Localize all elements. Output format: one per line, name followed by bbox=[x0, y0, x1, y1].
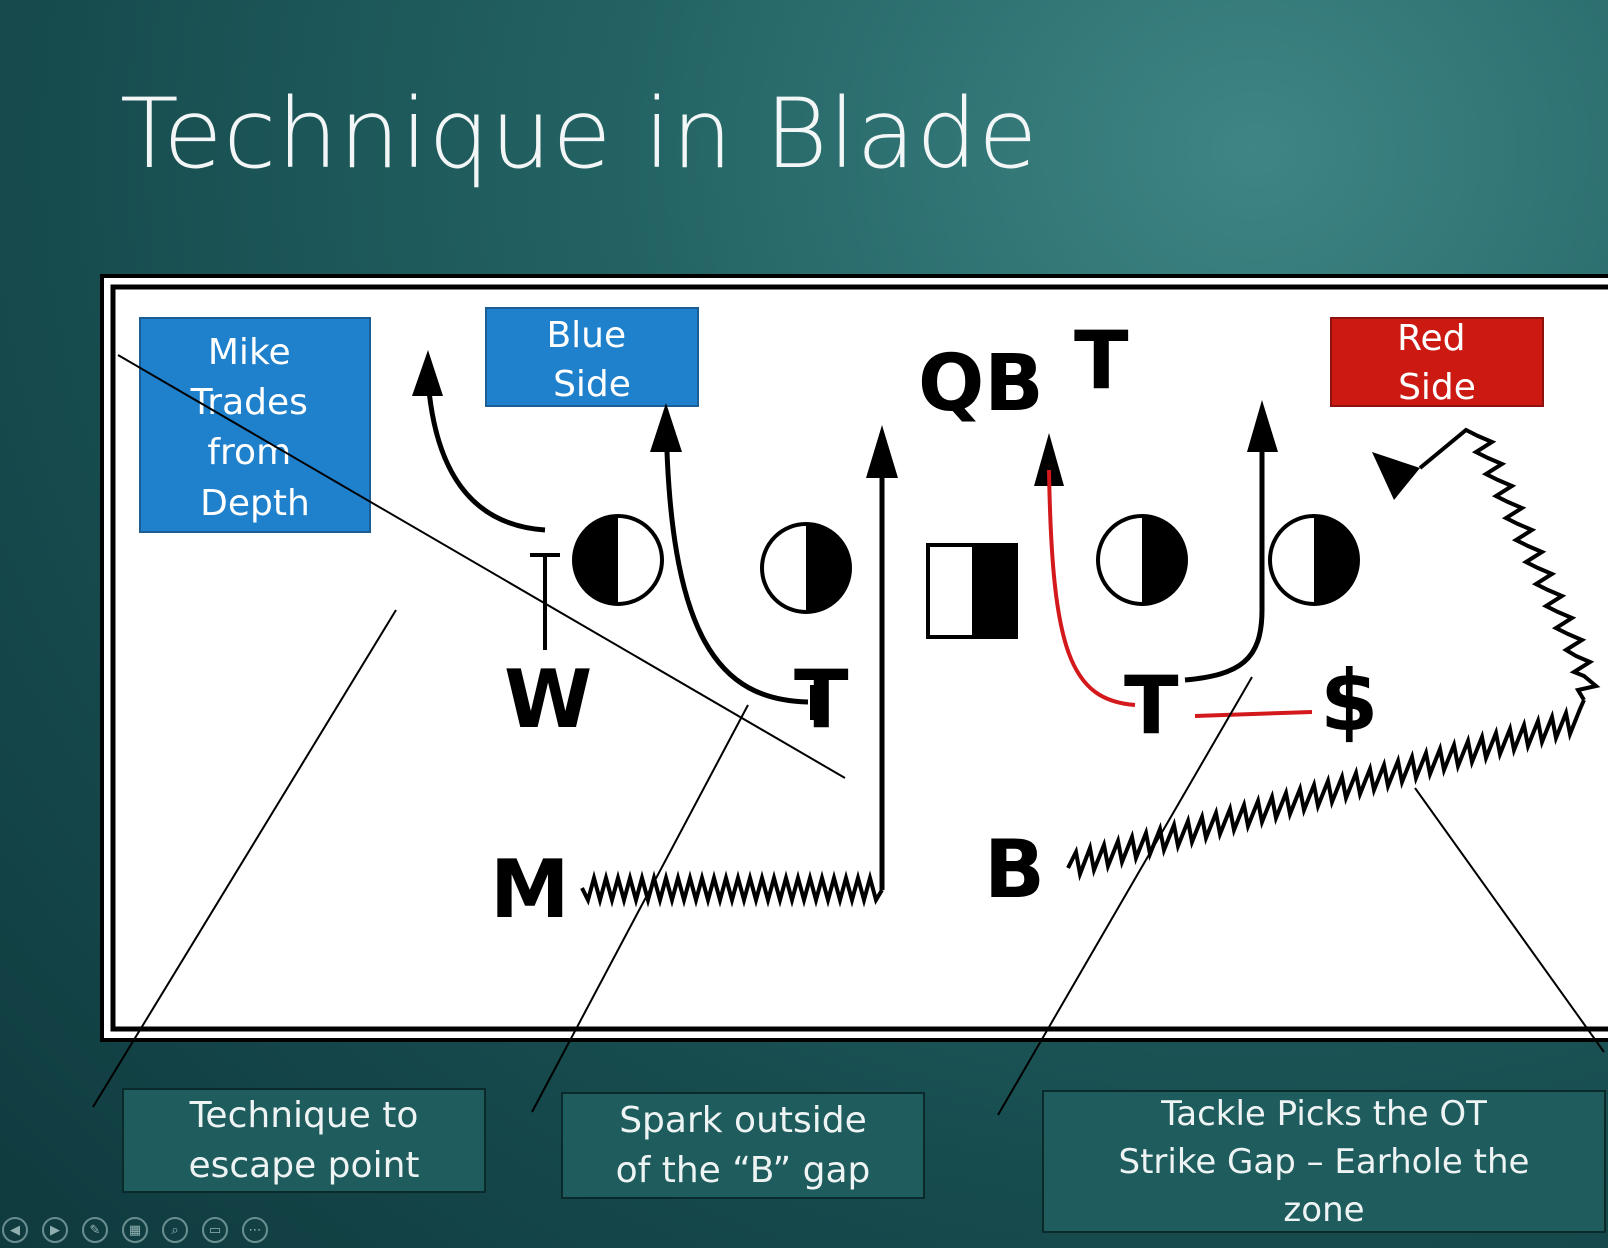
red-side-label: Red Side bbox=[1397, 318, 1477, 408]
subtitles-icon[interactable]: ▭ bbox=[202, 1217, 228, 1243]
pointer-spark bbox=[531, 704, 749, 1113]
mike-trades-line-4: Depth bbox=[200, 483, 310, 524]
lineman-1 bbox=[572, 514, 664, 606]
arrowhead-right-t bbox=[1247, 400, 1278, 452]
arrowhead-red bbox=[1034, 433, 1064, 486]
mike-trades-label: Mike Trades from Depth bbox=[190, 332, 320, 524]
callout-spark-text: Spark outside of the “B” gap bbox=[615, 1099, 871, 1191]
next-icon[interactable]: ▶ bbox=[42, 1217, 68, 1243]
arrowhead-dollar bbox=[1372, 452, 1420, 500]
previous-icon[interactable]: ◀ bbox=[2, 1217, 28, 1243]
arrowhead-mike bbox=[866, 425, 898, 478]
slides-icon[interactable]: ▦ bbox=[122, 1217, 148, 1243]
lineman-3 bbox=[1096, 514, 1188, 606]
red-side-box bbox=[1330, 317, 1544, 407]
w-label: W bbox=[504, 653, 592, 746]
lineman-4 bbox=[1268, 514, 1360, 606]
pointer-escape bbox=[92, 609, 397, 1108]
slide-title: Technique in Blade bbox=[120, 78, 1039, 190]
red-route-right bbox=[1194, 710, 1313, 718]
left-t-route bbox=[663, 409, 809, 705]
field-frame-inner bbox=[110, 284, 1608, 1032]
b-label: B bbox=[984, 823, 1045, 916]
w-route bbox=[425, 379, 546, 533]
callout-escape-text: Technique to escape point bbox=[188, 1094, 420, 1186]
black-routes bbox=[425, 379, 1265, 890]
mike-trade-line bbox=[117, 354, 846, 779]
blue-side-box bbox=[485, 307, 699, 407]
callout-tackle-text: Tackle Picks the OT Strike Gap – Earhole… bbox=[1118, 1093, 1530, 1230]
callout-spark: Spark outside of the “B” gap bbox=[561, 1092, 925, 1199]
lineman-2 bbox=[760, 522, 852, 614]
blue-side-label: Blue Side bbox=[546, 315, 637, 405]
red-side-line-2: Side bbox=[1398, 367, 1476, 408]
callout-escape: Technique to escape point bbox=[122, 1088, 486, 1193]
mike-trades-line-3: from bbox=[207, 432, 291, 473]
pen-icon[interactable]: ✎ bbox=[82, 1217, 108, 1243]
pointer-tackle bbox=[997, 676, 1253, 1116]
callout-tackle: Tackle Picks the OT Strike Gap – Earhole… bbox=[1042, 1090, 1606, 1233]
m-zigzag bbox=[580, 870, 884, 908]
left-t-label: T bbox=[794, 653, 849, 746]
red-routes bbox=[1047, 469, 1313, 718]
mike-trades-line-1: Mike bbox=[208, 332, 291, 373]
arrowhead-left-t bbox=[650, 403, 682, 452]
arrowhead-w bbox=[412, 350, 443, 396]
arrowheads bbox=[412, 350, 1420, 500]
dollar-label: $ bbox=[1320, 652, 1378, 750]
center bbox=[926, 543, 1018, 639]
mike-trades-box bbox=[139, 317, 371, 533]
blue-side-line-1: Blue bbox=[546, 315, 626, 356]
m-label: M bbox=[490, 843, 570, 936]
zoom-icon[interactable]: ⌕ bbox=[162, 1217, 188, 1243]
dollar-zigzag bbox=[1418, 427, 1601, 702]
right-t-route bbox=[1184, 425, 1265, 683]
slideshow-toolbar: ◀ ▶ ✎ ▦ ⌕ ▭ ⋯ bbox=[0, 1217, 268, 1247]
red-side-line-1: Red bbox=[1397, 318, 1465, 359]
callout-pointers bbox=[92, 609, 1605, 1116]
top-t-label: T bbox=[1074, 314, 1129, 407]
w-block bbox=[530, 553, 560, 650]
blue-side-line-2: Side bbox=[553, 364, 631, 405]
red-route-left bbox=[1047, 469, 1136, 707]
mike-trades-line-2: Trades bbox=[190, 382, 308, 423]
qb-label: QB bbox=[918, 339, 1044, 429]
more-icon[interactable]: ⋯ bbox=[242, 1217, 268, 1243]
pointer-right bbox=[1414, 787, 1605, 1053]
right-t-label: T bbox=[1124, 659, 1179, 752]
